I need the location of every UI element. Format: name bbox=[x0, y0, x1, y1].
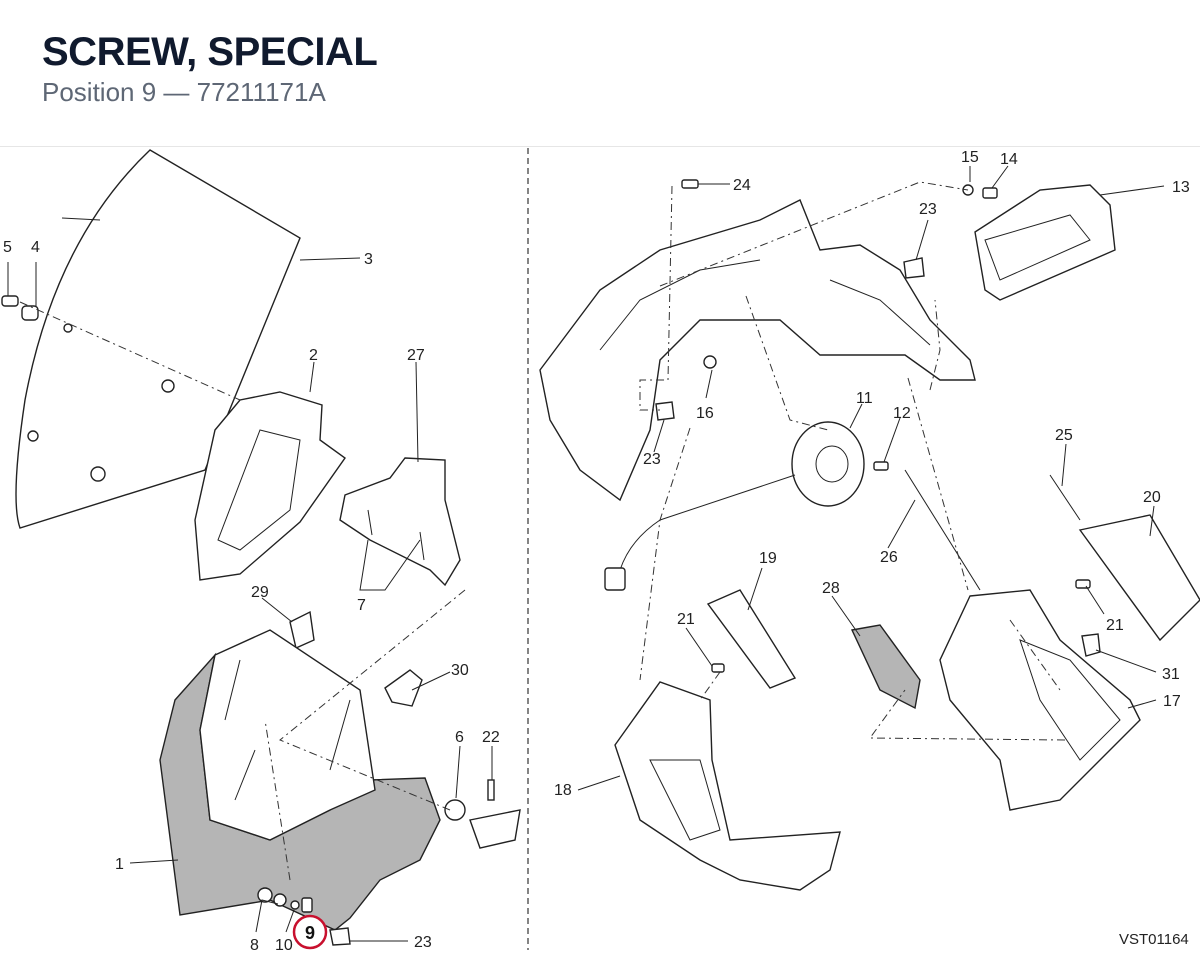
callout-3: 3 bbox=[364, 251, 373, 268]
callout-24: 24 bbox=[733, 177, 751, 194]
clip-23 bbox=[329, 927, 351, 946]
rod-26 bbox=[904, 469, 981, 591]
lower-fairing-18 bbox=[614, 681, 841, 891]
nut-4 bbox=[21, 305, 39, 321]
page-title: SCREW, SPECIAL bbox=[42, 30, 378, 74]
callout-29: 29 bbox=[251, 584, 269, 601]
callout-5: 5 bbox=[3, 239, 12, 256]
washer-10 bbox=[290, 900, 300, 910]
instrument-panel-13 bbox=[974, 184, 1116, 301]
inner-cover bbox=[539, 199, 976, 502]
clip-23-right-mid bbox=[655, 401, 675, 421]
part-29 bbox=[289, 610, 315, 649]
exploded-parts-diagram: 5 4 3 2 27 7 29 30 6 22 1 8 10 23 24 15 … bbox=[1, 148, 1200, 954]
callout-12: 12 bbox=[893, 405, 911, 422]
panel-19 bbox=[706, 589, 797, 689]
screw-14 bbox=[982, 187, 998, 199]
side-panel-20 bbox=[1078, 514, 1200, 642]
fairing-upper-panel bbox=[199, 629, 376, 841]
reference-code: VST01164 bbox=[1119, 931, 1189, 948]
callout-10: 10 bbox=[275, 937, 293, 954]
spring-25 bbox=[1049, 474, 1081, 521]
callout-9: 9 bbox=[305, 923, 315, 943]
screw-5 bbox=[1, 295, 19, 307]
callout-6: 6 bbox=[455, 729, 464, 746]
callout-labels: 5 4 3 2 27 7 29 30 6 22 1 8 10 23 24 15 … bbox=[3, 149, 1190, 954]
windscreen bbox=[15, 149, 301, 529]
callout-8: 8 bbox=[250, 937, 259, 954]
disk-11 bbox=[791, 421, 865, 507]
page-header: SCREW, SPECIAL Position 9 — 77211171A bbox=[0, 0, 1200, 147]
callout-7: 7 bbox=[357, 597, 366, 614]
callout-20: 20 bbox=[1143, 489, 1161, 506]
callout-17: 17 bbox=[1163, 693, 1181, 710]
callout-16: 16 bbox=[696, 405, 714, 422]
highlighted-position-9[interactable]: 9 bbox=[292, 914, 328, 950]
upper-frame-27 bbox=[339, 457, 461, 587]
callout-30: 30 bbox=[451, 662, 469, 679]
callout-15: 15 bbox=[961, 149, 979, 166]
part-30 bbox=[384, 669, 423, 707]
bolt-22 bbox=[487, 779, 495, 801]
clip-23-right-top bbox=[903, 257, 925, 279]
highlight-ring bbox=[292, 914, 328, 950]
callout-18: 18 bbox=[554, 782, 572, 799]
callout-22: 22 bbox=[482, 729, 500, 746]
windscreen-bracket bbox=[194, 391, 346, 581]
callout-27: 27 bbox=[407, 347, 425, 364]
callout-23-top: 23 bbox=[919, 201, 937, 218]
callout-25: 25 bbox=[1055, 427, 1073, 444]
washer-8b bbox=[273, 893, 287, 907]
callout-23-mid: 23 bbox=[643, 451, 661, 468]
special-screw-9 bbox=[301, 897, 313, 913]
callout-2: 2 bbox=[309, 347, 318, 364]
callout-26: 26 bbox=[880, 549, 898, 566]
part-subtitle: Position 9 — 77211171A bbox=[42, 77, 326, 107]
callout-21-right: 21 bbox=[1106, 617, 1124, 634]
pad-28 bbox=[850, 624, 921, 710]
callout-21-left: 21 bbox=[677, 611, 695, 628]
callout-23-left: 23 bbox=[414, 934, 432, 951]
clip-31 bbox=[1081, 633, 1101, 657]
callout-31: 31 bbox=[1162, 666, 1180, 683]
screw-12 bbox=[873, 461, 889, 471]
nut-16 bbox=[703, 355, 717, 369]
washer-8a bbox=[257, 887, 273, 903]
connector bbox=[604, 567, 626, 591]
callout-14: 14 bbox=[1000, 151, 1018, 168]
callout-11: 11 bbox=[856, 390, 873, 407]
screw-21-left bbox=[711, 663, 725, 673]
callout-13: 13 bbox=[1172, 179, 1190, 196]
callout-28: 28 bbox=[822, 580, 840, 597]
screw-21-right bbox=[1075, 579, 1091, 589]
callout-1: 1 bbox=[115, 856, 124, 873]
screw-24 bbox=[681, 179, 699, 189]
callout-19: 19 bbox=[759, 550, 777, 567]
callout-4: 4 bbox=[31, 239, 40, 256]
grommet-6 bbox=[444, 799, 466, 821]
